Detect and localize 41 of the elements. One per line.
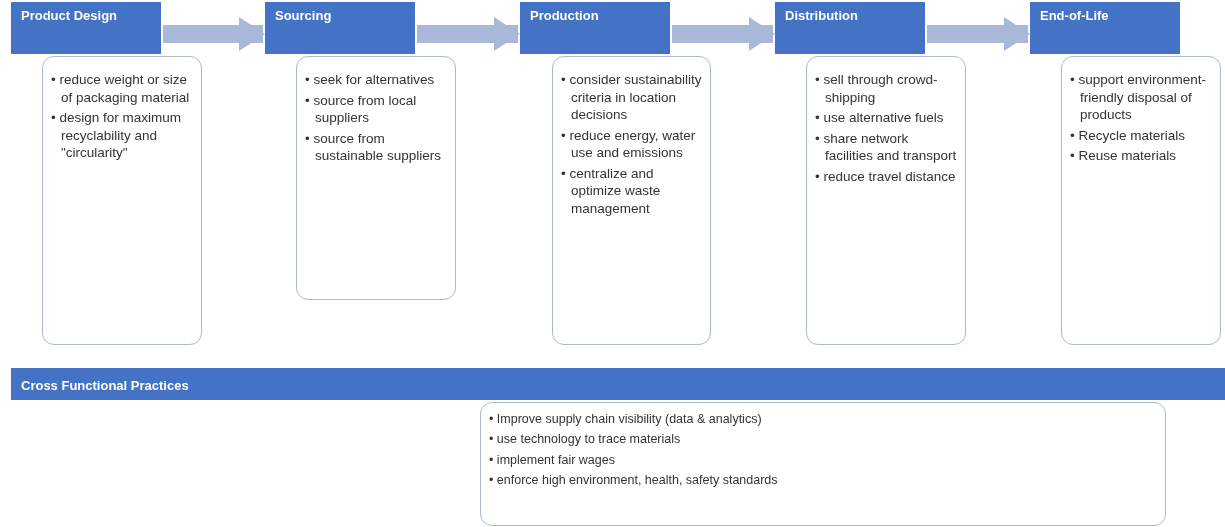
bullet-item: • centralize and optimize waste management [561,164,662,218]
bullet-item: • enforce high environment, health, safety standards [489,471,779,488]
bullet-item: • use alternative fuels [815,109,945,127]
bullet-item: • implement fair wages [489,451,616,468]
bullet-card [1061,56,1221,345]
bullet-card [42,56,202,345]
stage-header-box [265,2,415,54]
stage-header-box [520,2,670,54]
bullet-item: • reduce weight or size of packaging material [51,71,191,107]
block-arrow [927,17,1030,51]
stage-header-box [775,2,925,54]
bullet-item: • Reuse materials [1070,147,1178,165]
bullet-item: • Recycle materials [1070,126,1186,145]
bullet-item: • Improve supply chain visibility (data & analytics) [489,411,763,428]
stage-header-box [1030,2,1180,54]
bullet-item: • support environment-friendly disposal of products [1070,71,1208,124]
bullet-item: • consider sustainability criteria in location decisions [561,71,703,124]
section-band [11,368,1225,400]
bullet-item: • seek for alternatives [305,71,436,89]
stage-title: End-of-Life [1040,8,1109,23]
bullet-item: • sell through crowd-shipping [815,71,939,107]
bullet-item: • design for maximum recyclability and "circularity" [51,109,183,162]
bullet-item: • use technology to trace materials [489,431,682,448]
stage-title: Distribution [785,8,858,23]
bullet-item: • reduce travel distance [815,167,957,186]
bullet-item: • source from local suppliers [305,91,418,127]
bullet-item: • share network facilities and transport [815,129,958,165]
bullet-item: • source from sustainable suppliers [305,129,443,165]
block-arrow [417,17,520,51]
bullet-card [552,56,711,345]
stage-header-box [11,2,161,54]
bullet-card [480,402,1166,526]
block-arrow [672,17,775,51]
stage-title: Production [530,8,599,23]
bullet-card [806,56,966,345]
bullet-card [296,56,456,300]
stage-title: Sourcing [275,8,332,23]
bullet-item: • reduce energy, water use and emissions [561,126,697,162]
block-arrow [163,17,265,51]
stage-title: Product Design [21,8,118,23]
stage-title: Cross Functional Practices [21,378,189,393]
